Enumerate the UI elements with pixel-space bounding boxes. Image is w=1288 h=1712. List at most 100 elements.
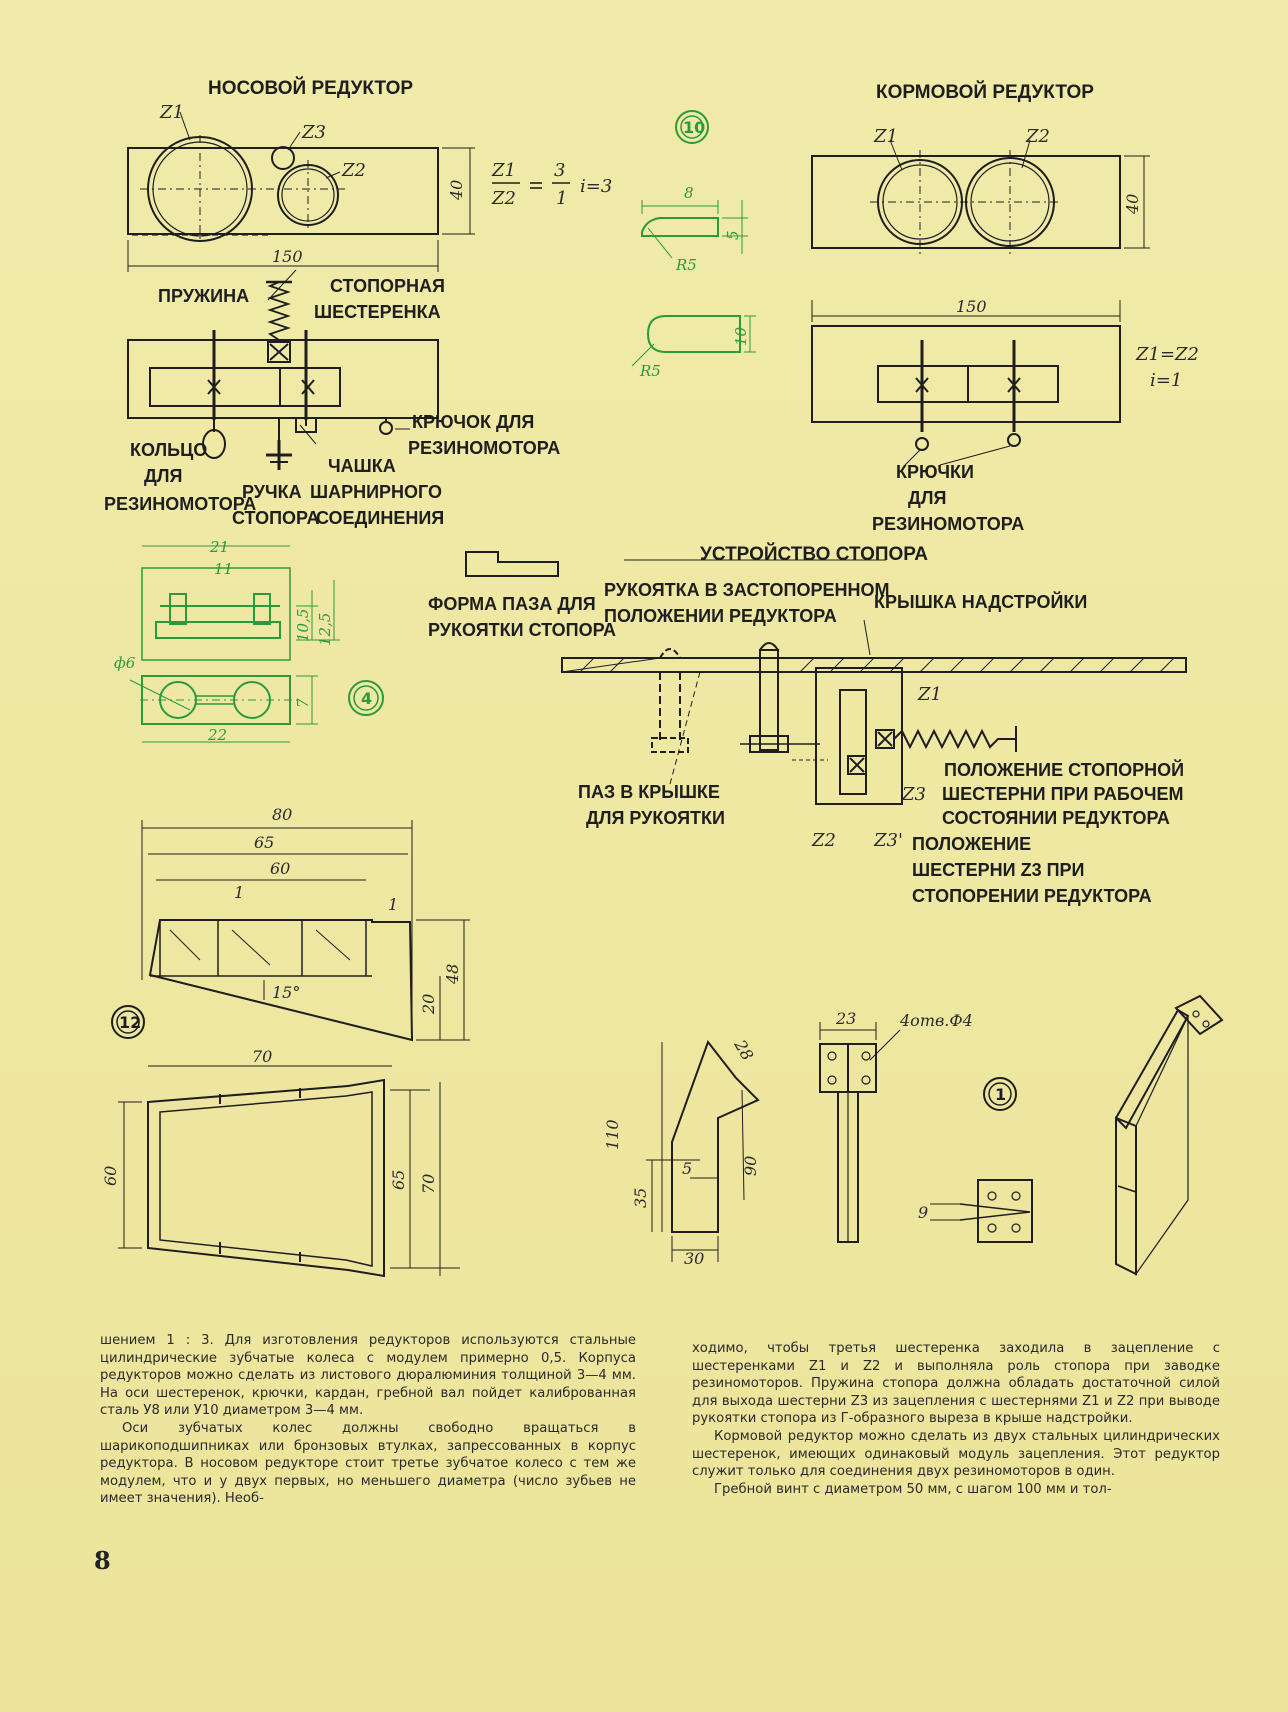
stern-gearbox-top-view — [811, 139, 1150, 255]
dim-9: 9 — [918, 1203, 928, 1222]
dim-8: 8 — [684, 184, 694, 202]
technical-drawings: НОСОВОЙ РЕДУКТОР КОРМОВОЙ РЕДУКТОР ПРУЖИ… — [101, 77, 1224, 1278]
stopper-z3p-label: Z3' — [873, 830, 903, 851]
nose-z2-label: Z2 — [341, 160, 366, 181]
figure-number-10: 10 — [683, 118, 705, 137]
figure-number-12: 12 — [119, 1013, 141, 1032]
dim-70-top: 70 — [252, 1047, 272, 1066]
dim-5: 5 — [724, 230, 742, 240]
dim-70-side: 70 — [419, 1174, 438, 1194]
dim-110: 110 — [603, 1119, 622, 1150]
paragraph: Гребной винт с диаметром 50 мм, с шагом … — [714, 1481, 1112, 1497]
ring-label-line1: КОЛЬЦО — [130, 440, 207, 460]
handle-label-line2: СТОПОРА — [232, 508, 319, 528]
dim-10: 10 — [732, 326, 750, 346]
article-text-right-column: ходимо, чтобы третья шестеренка заходила… — [692, 1340, 1220, 1498]
slot-shape-drawing — [465, 551, 559, 577]
roof-cover-label: КРЫШКА НАДСТРОЙКИ — [874, 591, 1087, 612]
dim-65-side: 65 — [389, 1170, 408, 1190]
figure-12-parts — [111, 820, 470, 1278]
nose-gearbox-title: НОСОВОЙ РЕДУКТОР — [208, 77, 413, 99]
dim-60-side: 60 — [101, 1166, 120, 1186]
dim-22: 22 — [207, 726, 227, 744]
work-position-label-line2: ШЕСТЕРНИ ПРИ РАБОЧЕМ — [942, 784, 1183, 804]
paragraph: Оси зубчатых колес должны свободно враща… — [100, 1420, 636, 1507]
slot-shape-label-line1: ФОРМА ПАЗА ДЛЯ — [428, 594, 596, 614]
stopper-z1-label: Z1 — [917, 684, 942, 705]
dim-1-a: 1 — [234, 883, 244, 902]
dim-11: 11 — [214, 560, 233, 578]
stopper-device-drawing — [561, 559, 1187, 805]
dim-7: 7 — [294, 698, 312, 708]
dim-20: 20 — [419, 994, 438, 1015]
dim-21: 21 — [209, 538, 229, 556]
spring-label: ПРУЖИНА — [158, 286, 249, 306]
stern-gearbox-side-view — [811, 300, 1121, 466]
dim-48: 48 — [443, 964, 462, 985]
figure-number-4: 4 — [361, 689, 372, 708]
ratio-z1: Z1 — [491, 160, 516, 181]
dim-holes: 4отв.Ф4 — [899, 1011, 973, 1030]
dim-30: 30 — [684, 1249, 704, 1268]
handle-locked-label-line2: ПОЛОЖЕНИИ РЕДУКТОРА — [604, 606, 837, 626]
ratio-num: 3 — [554, 160, 565, 181]
dim-5-plate: 5 — [682, 1159, 692, 1178]
dim-10-5: 10,5 — [294, 609, 312, 642]
nose-z1-label: Z1 — [159, 102, 184, 123]
stop-gear-label-line2: ШЕСТЕРЕНКА — [314, 302, 441, 322]
stopper-z3-label: Z3 — [901, 784, 926, 805]
stop-position-label-line1: ПОЛОЖЕНИЕ — [912, 834, 1031, 854]
dim-40-nose: 40 — [447, 180, 466, 201]
paragraph: шением 1 : 3. Для изготовления редукторо… — [100, 1333, 636, 1419]
hook-label-line2: РЕЗИНОМОТОРА — [408, 438, 560, 458]
dim-40-stern: 40 — [1123, 194, 1142, 215]
nose-gearbox-top-view — [127, 111, 570, 272]
slot-shape-label-line2: РУКОЯТКИ СТОПОРА — [428, 620, 616, 640]
dim-65: 65 — [254, 833, 274, 852]
paragraph: Кормовой редуктор можно сделать из двух … — [692, 1428, 1220, 1480]
cup-label-line3: СОЕДИНЕНИЯ — [316, 508, 444, 528]
dim-r5-b: R5 — [639, 362, 661, 380]
dim-15deg: 15° — [272, 983, 300, 1002]
ratio-den: 1 — [556, 188, 567, 209]
dim-r5-a: R5 — [675, 256, 697, 274]
stern-i-label: i=1 — [1150, 370, 1182, 391]
stop-position-label-line2: ШЕСТЕРНИ Z3 ПРИ — [912, 860, 1084, 880]
nose-z3-label: Z3 — [301, 122, 326, 143]
hook-label-line1: КРЮЧОК ДЛЯ — [412, 412, 534, 432]
wing-panel-drawing — [1114, 994, 1224, 1276]
stop-position-label-line3: СТОПОРЕНИИ РЕДУКТОРА — [912, 886, 1152, 906]
dim-150-stern: 150 — [956, 297, 987, 316]
handle-label-line1: РУЧКА — [242, 482, 302, 502]
stern-equal-label: Z1=Z2 — [1135, 344, 1199, 365]
stern-z2-label: Z2 — [1025, 126, 1050, 147]
slot-cover-label-line2: ДЛЯ РУКОЯТКИ — [586, 808, 725, 828]
dim-28: 28 — [730, 1036, 757, 1064]
dim-60: 60 — [270, 859, 290, 878]
article-text-left-column: шением 1 : 3. Для изготовления редукторо… — [100, 1332, 636, 1508]
stern-gearbox-title: КОРМОВОЙ РЕДУКТОР — [876, 81, 1094, 103]
dim-23: 23 — [835, 1009, 856, 1028]
dim-35: 35 — [631, 1188, 650, 1208]
slot-cover-label-line1: ПАЗ В КРЫШКЕ — [578, 782, 720, 802]
dim-12-5: 12,5 — [316, 613, 334, 646]
paragraph: ходимо, чтобы третья шестеренка заходила… — [692, 1341, 1220, 1427]
stop-gear-label-line1: СТОПОРНАЯ — [330, 276, 445, 296]
figure-number-1: 1 — [995, 1085, 1006, 1104]
ring-label-line3: РЕЗИНОМОТОРА — [104, 494, 256, 514]
ratio-z2: Z2 — [491, 188, 516, 209]
stern-z1-label: Z1 — [873, 126, 898, 147]
work-position-label-line1: ПОЛОЖЕНИЕ СТОПОРНОЙ — [944, 759, 1184, 780]
dim-1-b: 1 — [388, 895, 398, 914]
dim-90: 90 — [741, 1156, 760, 1176]
hooks-label-line2: ДЛЯ — [908, 488, 946, 508]
stopper-z2p-label: Z2 — [811, 830, 836, 851]
cup-label-line2: ШАРНИРНОГО — [310, 482, 442, 502]
dim-phi6: ф6 — [114, 654, 136, 672]
stopper-device-title: УСТРОЙСТВО СТОПОРА — [700, 543, 928, 565]
hooks-label-line1: КРЮЧКИ — [896, 462, 974, 482]
cup-label-line1: ЧАШКА — [328, 456, 396, 476]
figure-10-parts — [631, 110, 756, 367]
ring-label-line2: ДЛЯ — [144, 466, 182, 486]
